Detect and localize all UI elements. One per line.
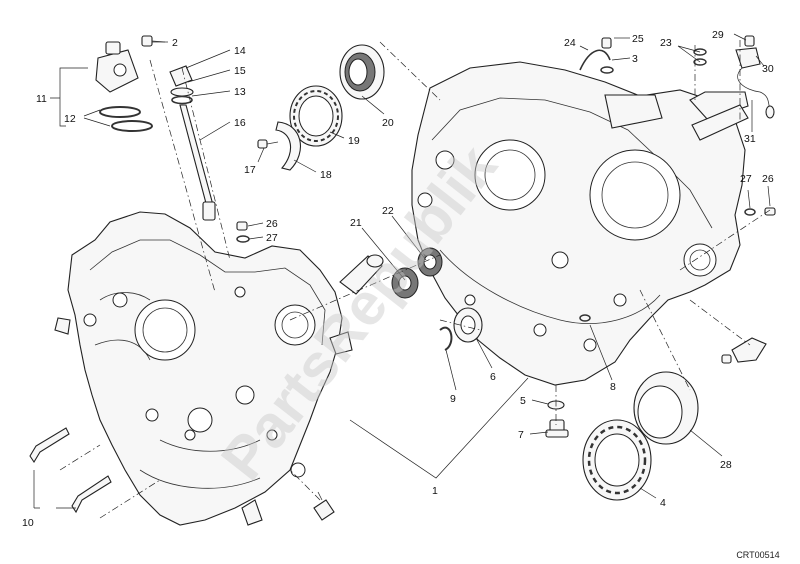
- callout-13: 13: [234, 86, 246, 98]
- retaining-plate-18: [257, 121, 301, 171]
- callout-9: 9: [450, 393, 456, 405]
- breather-fitting: [313, 491, 335, 521]
- callout-28: 28: [720, 459, 732, 471]
- oil-pipe-assembly: [169, 65, 216, 221]
- bracket-right: [721, 337, 767, 364]
- callout-19: 19: [348, 135, 360, 147]
- sleeve-21: [339, 254, 384, 295]
- reference-code: CRT00514: [736, 550, 779, 560]
- leader-lines: [33, 33, 771, 509]
- bolt-10a: [29, 427, 70, 464]
- clamp-24: [579, 37, 614, 74]
- callout-20: 20: [382, 117, 394, 129]
- oil-seal-22: [391, 247, 443, 299]
- right-crankcase-half: [411, 61, 749, 386]
- callout-2: 2: [172, 37, 178, 49]
- bolt-2: [141, 35, 166, 47]
- sensor-30: [693, 35, 775, 119]
- callout-7: 7: [518, 429, 524, 441]
- callout-31: 31: [744, 133, 756, 145]
- callout-29: 29: [712, 29, 724, 41]
- dowel-26-right: [764, 207, 776, 216]
- callout-16: 16: [234, 117, 246, 129]
- callout-1: 1: [432, 485, 438, 497]
- roller-bearing-4: [582, 419, 652, 501]
- callout-23: 23: [660, 37, 672, 49]
- callout-21: 21: [350, 217, 362, 229]
- callout-27-left: 27: [266, 232, 278, 244]
- callout-11: 11: [36, 93, 47, 105]
- roller-bearing-19: [289, 85, 343, 147]
- callout-4: 4: [660, 497, 666, 509]
- o-ring-8: [579, 314, 591, 322]
- callout-8: 8: [610, 381, 616, 393]
- callout-labels: 1 2 3 4 5 6 7 8 9 10 11 12 13 14 15 16 1…: [22, 29, 774, 529]
- callout-5: 5: [520, 395, 526, 407]
- callout-10: 10: [22, 517, 34, 529]
- bolt-10b: [71, 475, 112, 514]
- callout-3: 3: [632, 53, 638, 65]
- callout-26-right: 26: [762, 173, 774, 185]
- callout-27-right: 27: [740, 173, 752, 185]
- bushing-28: [633, 371, 699, 445]
- callout-18: 18: [320, 169, 332, 181]
- o-ring-12a: [99, 106, 141, 118]
- oil-fitting-housing: [95, 41, 139, 93]
- o-ring-27-right: [744, 208, 756, 216]
- bearing-6: [453, 307, 483, 343]
- callout-6: 6: [490, 371, 496, 383]
- callout-14: 14: [234, 45, 246, 57]
- callout-22: 22: [382, 205, 394, 217]
- callout-24: 24: [564, 37, 576, 49]
- callout-17: 17: [244, 164, 256, 176]
- assembly-axes: [59, 40, 771, 519]
- callout-12: 12: [64, 113, 76, 125]
- drain-plug-7: [545, 419, 569, 438]
- circlip-9: [439, 326, 453, 351]
- bearing-ring-20: [339, 44, 385, 100]
- callout-15: 15: [234, 65, 246, 77]
- callout-30: 30: [762, 63, 774, 75]
- left-crankcase-half: [54, 211, 353, 526]
- o-ring-27-left: [236, 235, 250, 243]
- o-ring-12b: [111, 120, 153, 132]
- callout-26-left: 26: [266, 218, 278, 230]
- dowel-26-left: [236, 221, 248, 231]
- callout-25: 25: [632, 33, 644, 45]
